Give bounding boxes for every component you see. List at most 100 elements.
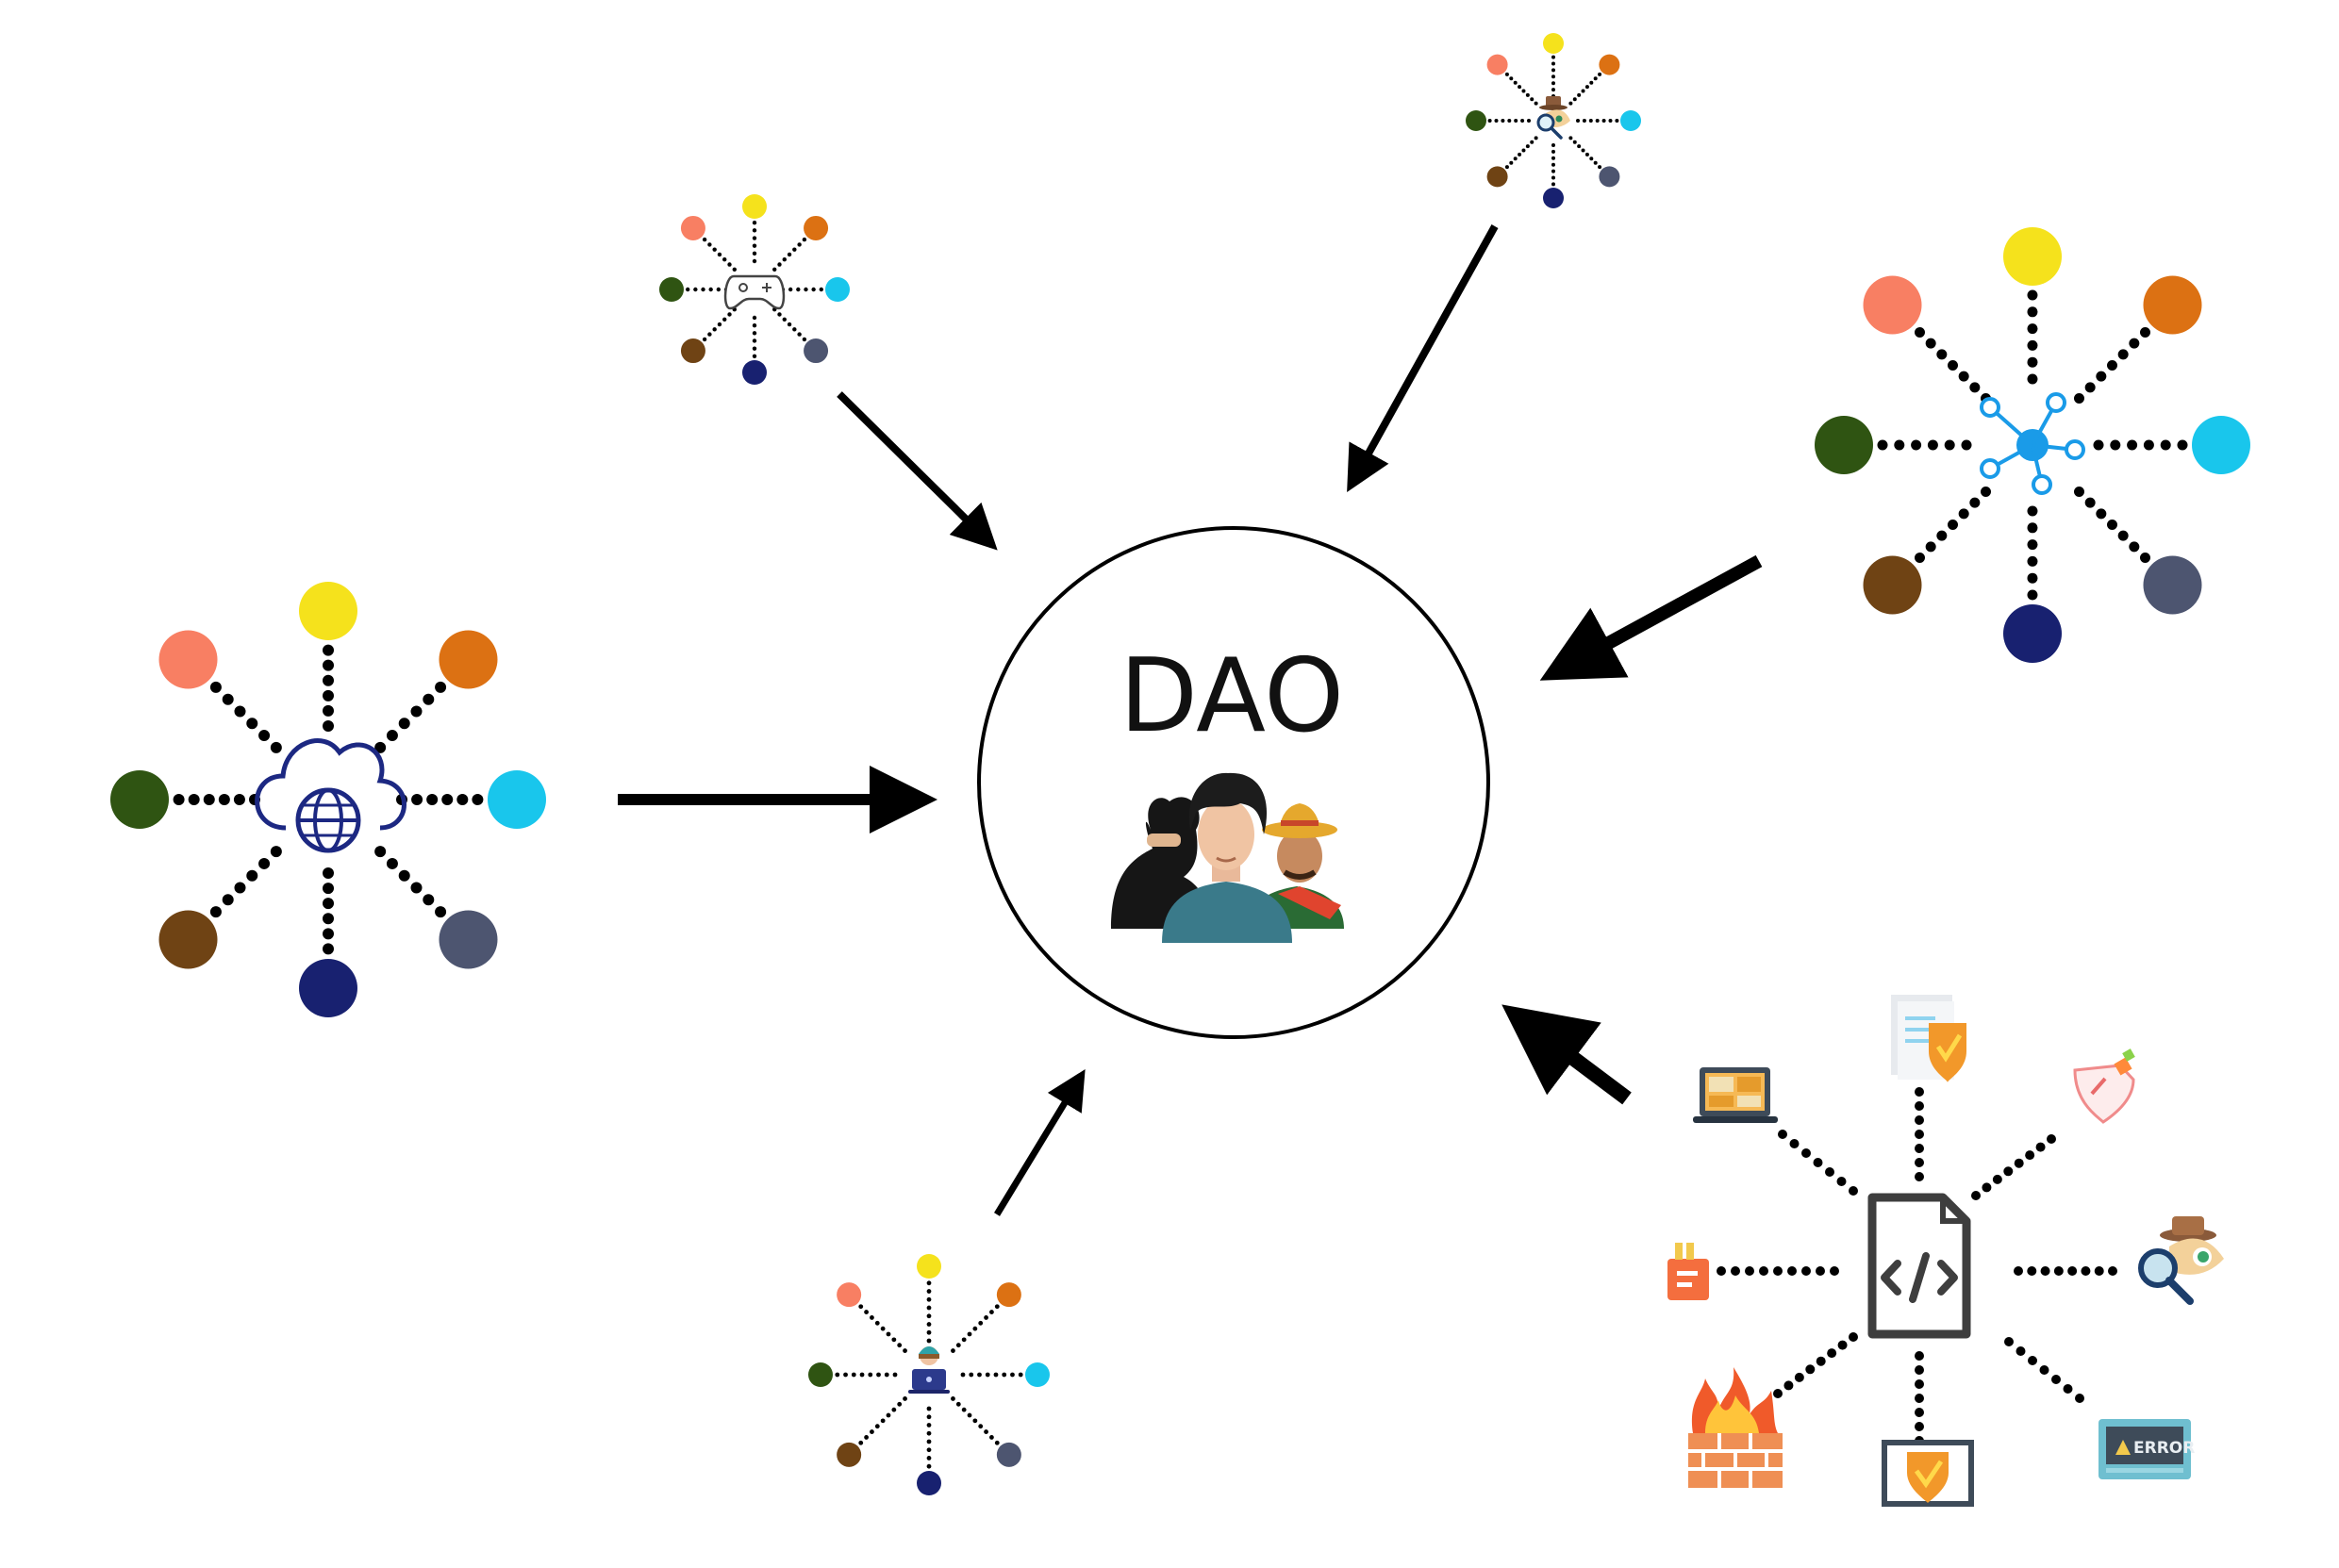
connector-dot	[1551, 61, 1555, 66]
connector-dot	[1915, 1144, 1924, 1153]
connector-dot	[926, 1322, 932, 1327]
connector-dot	[1830, 1266, 1839, 1276]
connector-dot	[218, 794, 230, 805]
connector-dot	[777, 312, 782, 317]
connector-dot	[1584, 85, 1589, 90]
connector-dot	[926, 1329, 932, 1335]
connector-dot	[2106, 519, 2117, 530]
connector-dot	[1551, 55, 1555, 59]
connector-dot	[1608, 119, 1613, 123]
connector-dot	[1849, 1186, 1858, 1196]
connector-dot	[1969, 382, 1981, 393]
connector-dot	[843, 1372, 848, 1378]
connector-dot	[1816, 1266, 1825, 1276]
connector-dot	[1615, 119, 1619, 123]
connector-dot	[426, 794, 439, 805]
node-salmon	[837, 1282, 862, 1308]
connector-dot	[926, 1280, 932, 1286]
connector-dot	[1530, 140, 1534, 144]
connector-dot	[897, 1401, 903, 1407]
connector-dot	[1731, 1266, 1740, 1276]
cloud-globe-icon	[255, 738, 406, 853]
connector-dot	[752, 315, 757, 321]
connector-dot	[797, 242, 802, 247]
connector-dot	[707, 242, 712, 247]
connector-dot	[233, 794, 245, 805]
connector-dot	[2160, 439, 2171, 451]
connector-dot	[961, 1337, 967, 1343]
node-navy	[742, 360, 767, 385]
connector-dot	[972, 1326, 978, 1331]
connector-dot	[752, 228, 757, 233]
connector-dot	[2028, 1356, 2037, 1365]
connector-dot	[977, 1372, 982, 1378]
connector-dot	[1520, 119, 1525, 123]
connector-dot	[722, 317, 727, 322]
connector-dot	[811, 287, 816, 292]
connector-dot	[2075, 1394, 2084, 1403]
connector-dot	[2027, 522, 2038, 534]
connector-dot	[1992, 1174, 2002, 1184]
connector-dot	[2084, 497, 2096, 508]
connector-dot	[2025, 1150, 2035, 1161]
connector-dot	[2063, 1384, 2073, 1394]
connector-dot	[1936, 349, 1948, 360]
node-orange	[2143, 275, 2202, 335]
connector-dot	[323, 674, 334, 686]
connector-dot	[702, 337, 707, 342]
arrow-code-to-dao	[1501, 1004, 1632, 1105]
connector-dot	[1825, 1167, 1834, 1177]
node-salmon	[1486, 54, 1508, 75]
node-slate	[2143, 555, 2202, 615]
connector-dot	[787, 252, 792, 257]
connector-dot	[1581, 89, 1585, 93]
connector-dot	[717, 322, 722, 327]
connector-dot	[2016, 1346, 2026, 1356]
connector-dot	[782, 317, 787, 322]
connector-dot	[1961, 439, 1972, 451]
connector-dot	[1595, 119, 1600, 123]
connector-dot	[441, 794, 454, 805]
node-navy	[1543, 188, 1564, 208]
connector-dot	[926, 1423, 932, 1428]
connector-dot	[2106, 360, 2117, 371]
connector-dot	[1915, 1379, 1924, 1389]
node-navy	[2003, 604, 2062, 663]
connector-dot	[1577, 92, 1582, 97]
node-navy	[917, 1471, 941, 1495]
connector-dot	[2027, 323, 2038, 335]
code-file-icon	[1867, 1193, 1971, 1339]
node-brown	[1486, 166, 1508, 188]
connector-dot	[989, 1310, 994, 1314]
connector-dot	[1773, 1389, 1783, 1398]
connector-dot	[2108, 1266, 2117, 1276]
connector-dot	[209, 681, 222, 693]
connector-dot	[752, 243, 757, 248]
connector-dot	[880, 1326, 886, 1331]
connector-dot	[173, 794, 185, 805]
connector-dot	[1911, 439, 1922, 451]
connector-dot	[926, 1313, 932, 1319]
node-brown	[680, 338, 705, 364]
connector-dot	[752, 251, 757, 256]
node-yellow	[742, 194, 767, 219]
connector-dot	[1836, 1177, 1847, 1186]
cluster-cloud-globe	[110, 582, 546, 1017]
connector-dot	[891, 1337, 897, 1343]
node-yellow	[2003, 227, 2062, 286]
arrow-spy-to-dao	[1347, 224, 1499, 492]
connector-dot	[1518, 152, 1522, 157]
connector-dot	[1915, 1130, 1924, 1139]
connector-dot	[903, 1348, 907, 1353]
connector-dot	[2040, 1266, 2050, 1276]
connector-dot	[2177, 439, 2188, 451]
connector-dot	[1837, 1340, 1848, 1350]
connector-dot	[2003, 1166, 2014, 1177]
connector-dot	[787, 322, 792, 327]
gamepad-icon	[723, 274, 786, 310]
connector-dot	[1915, 1087, 1924, 1097]
connector-dot	[386, 730, 398, 742]
connector-dot	[1936, 530, 1948, 541]
connector-dot	[1915, 1351, 1924, 1361]
connector-dot	[752, 346, 757, 351]
